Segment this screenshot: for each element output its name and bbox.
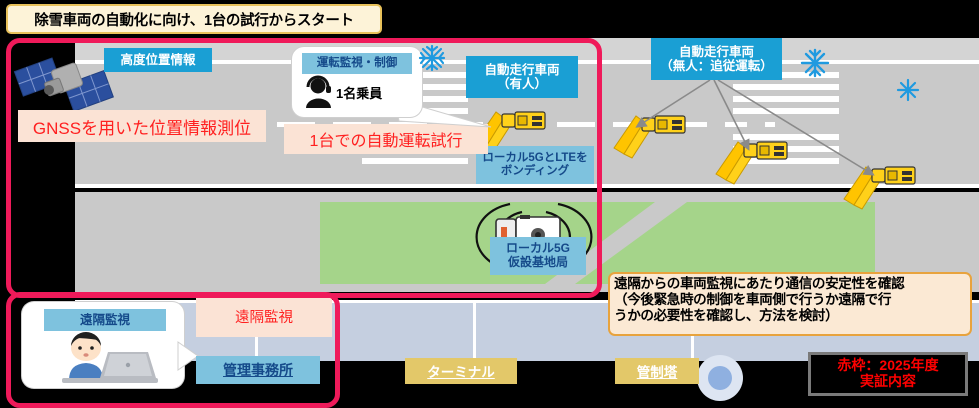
legend-line1: 赤枠：2025年度 <box>837 357 939 374</box>
manned-vehicle-label-line1: 自動走行車両 <box>484 62 560 77</box>
single-trial-note: 1台での自動運転試行 <box>284 124 488 154</box>
stability-note-box: 遠隔からの車両監視にあたり通信の安定性を確認 （今後緊急時の制御を車両側で行うか… <box>608 272 972 336</box>
base-station-label-line1: ローカル5G <box>505 241 570 256</box>
runway-centerline-dash <box>765 122 775 127</box>
runway-edge-line-bottom <box>75 184 979 188</box>
snowflake-icon <box>800 48 830 78</box>
runway-threshold-bar <box>733 96 839 102</box>
bonding-label: ローカル5GとLTEを ボンディング <box>476 146 594 184</box>
runway-centerline-dash <box>669 122 707 127</box>
runway-centerline-dash <box>557 122 595 127</box>
headset-operator-icon <box>306 75 331 108</box>
admin-office-label: 管理事務所 <box>196 356 320 384</box>
snowplow-vehicle-icon <box>715 141 788 185</box>
driving-monitor-bubble: 運転監視・制御 1名乗員 <box>292 47 422 117</box>
control-tower-label: 管制塔 <box>615 358 699 384</box>
bonding-label-line1: ローカル5GとLTEを <box>482 151 588 164</box>
radar-dot-icon <box>697 355 743 401</box>
manned-vehicle-label-line2: （有人） <box>496 77 547 91</box>
gnss-note: GNSSを用いた位置情報測位 <box>18 110 266 142</box>
snowflake-icon <box>418 44 446 72</box>
satellite-icon <box>13 57 114 112</box>
unmanned-vehicle-label-line2: （無人：追従運転） <box>660 59 773 73</box>
stability-note-line2: （今後緊急時の制御を車両側で行うか遠隔で行 <box>614 292 892 308</box>
unmanned-vehicle-label: 自動走行車両 （無人：追従運転） <box>651 38 782 80</box>
stability-note-line1: 遠隔からの車両監視にあたり通信の安定性を確認 <box>614 276 905 291</box>
remote-monitor-bubble-tail <box>177 341 199 371</box>
snowplow-vehicle-icon <box>843 166 916 210</box>
page-title: 除雪車両の自動化に向け、1台の試行からスタート <box>6 4 382 34</box>
driving-monitor-label: 運転監視・制御 <box>302 53 412 74</box>
terminal-label: ターミナル <box>405 358 517 384</box>
runway-threshold-bar <box>733 72 839 78</box>
base-station-label-line2: 仮設基地局 <box>507 255 568 269</box>
remote-monitor-bubble: 遠隔監視 <box>22 302 184 388</box>
stability-note-line3: うかの必要性を確認し、方法を検討） <box>614 308 839 324</box>
legend-line2: 実証内容 <box>860 373 916 389</box>
snowflake-icon <box>896 78 920 102</box>
base-station-label: ローカル5G 仮設基地局 <box>490 237 586 275</box>
bonding-label-line2: ボンディング <box>500 165 570 177</box>
legend-box: 赤枠：2025年度 実証内容 <box>808 352 968 396</box>
runway-threshold-bar <box>733 134 839 140</box>
satellite-info-label: 高度位置情報 <box>104 48 212 72</box>
unmanned-vehicle-arrows <box>635 79 875 176</box>
remote-worker-laptop-icon <box>62 332 158 383</box>
runway-threshold-bar <box>733 84 839 90</box>
runway-threshold-bar <box>733 108 839 114</box>
unmanned-vehicle-label-line1: 自動走行車両 <box>678 44 754 59</box>
manned-vehicle-label: 自動走行車両 （有人） <box>466 56 578 98</box>
remote-monitor-note: 遠隔監視 <box>196 295 332 337</box>
remote-monitor-bubble-label: 遠隔監視 <box>44 309 166 331</box>
runway-threshold-bar <box>733 158 839 164</box>
runway-threshold-bar <box>362 158 468 164</box>
crew-count-label: 1名乗員 <box>336 86 383 101</box>
